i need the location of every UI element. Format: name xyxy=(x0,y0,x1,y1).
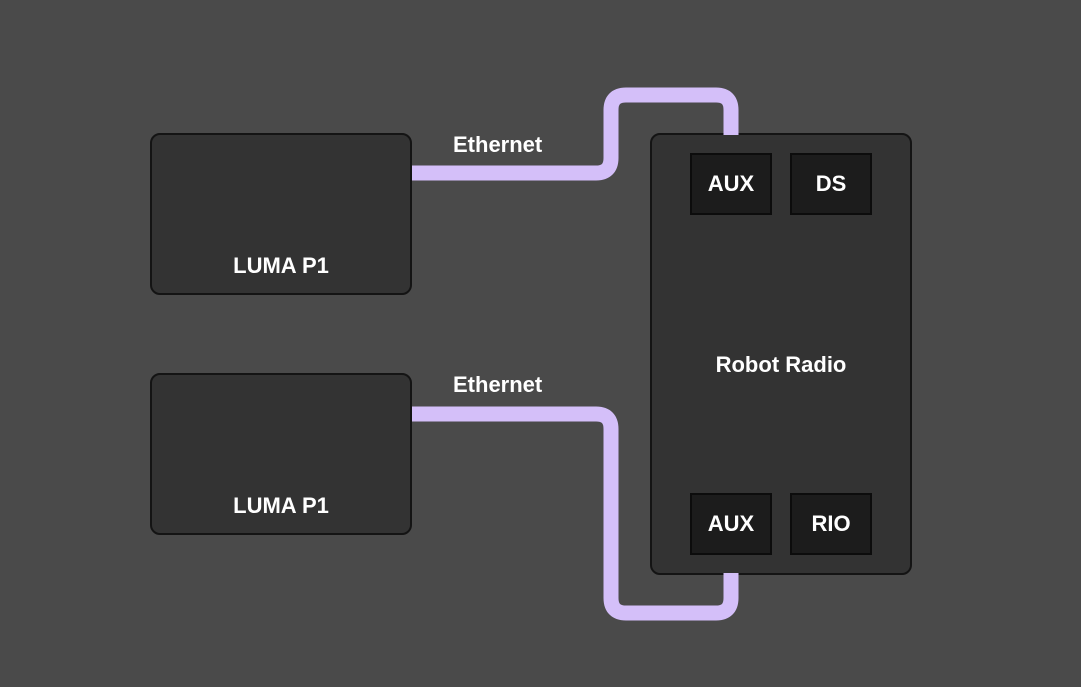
radio-aux-bottom-port: AUX xyxy=(690,493,772,555)
ethernet-label-bottom: Ethernet xyxy=(453,372,543,397)
radio-rio-port: RIO xyxy=(790,493,872,555)
radio-aux-top-port: AUX xyxy=(690,153,772,215)
ethernet-label-top: Ethernet xyxy=(453,132,543,157)
luma-p1-bottom-label: LUMA P1 xyxy=(233,493,329,518)
radio-ds-port: DS xyxy=(790,153,872,215)
ethernet-cable-top xyxy=(410,87,739,181)
robot-radio-label: Robot Radio xyxy=(715,352,847,377)
luma-p1-top-label: LUMA P1 xyxy=(233,253,329,278)
luma-p1-bottom-box: LUMA P1 xyxy=(150,373,412,535)
luma-p1-top-box: LUMA P1 xyxy=(150,133,412,295)
ethernet-cable-bottom xyxy=(410,406,739,621)
robot-radio-box: AUX DS Robot Radio AUX RIO xyxy=(650,133,912,575)
